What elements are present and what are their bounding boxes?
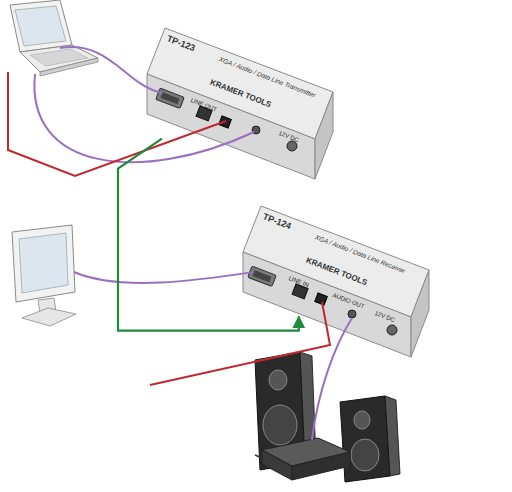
laptop-lid bbox=[10, 0, 72, 52]
speaker-woofer bbox=[263, 405, 297, 445]
transmitter-side bbox=[315, 92, 333, 179]
monitor-stand bbox=[22, 308, 76, 326]
amplifier-side bbox=[292, 452, 350, 480]
brand-name: KRAMER TOOLS bbox=[305, 256, 369, 288]
speaker-tweeter bbox=[269, 370, 287, 390]
speaker-tweeter bbox=[354, 411, 370, 429]
vga-connector bbox=[248, 266, 277, 287]
laptop-edge bbox=[40, 58, 98, 76]
data-cable bbox=[150, 302, 330, 385]
model-number: TP-123 bbox=[166, 33, 197, 53]
speaker-wire bbox=[345, 460, 350, 470]
terminal-block bbox=[315, 293, 328, 305]
line-cable bbox=[118, 139, 299, 331]
audio-jack bbox=[348, 310, 356, 318]
port-label: 12V DC bbox=[278, 130, 300, 143]
receiver-front bbox=[243, 252, 411, 357]
brand-name: KRAMER TOOLS bbox=[209, 78, 273, 110]
speaker-right bbox=[340, 396, 390, 482]
port-label: 12V DC bbox=[374, 310, 396, 323]
monitor-frame bbox=[12, 225, 75, 302]
speaker-right-side bbox=[385, 396, 400, 476]
port-label: AUDIO OUT bbox=[332, 292, 365, 310]
vga-connector bbox=[156, 88, 185, 109]
audio-cable bbox=[312, 318, 352, 440]
amplifier-front bbox=[262, 450, 292, 480]
receiver-side bbox=[411, 270, 429, 357]
data-terminal bbox=[315, 293, 328, 305]
dc-jack bbox=[387, 325, 397, 335]
device-box: TP-123KRAMER TOOLSXGA / Audio / Data Lin… bbox=[147, 27, 333, 138]
laptop-screen bbox=[15, 6, 66, 46]
data-cable bbox=[8, 72, 226, 176]
vga-port bbox=[248, 266, 277, 287]
speaker-wire bbox=[255, 455, 262, 458]
vga-port bbox=[156, 88, 185, 109]
vga-cable bbox=[60, 47, 162, 93]
transmitter-front bbox=[147, 74, 315, 179]
vga-pins bbox=[161, 92, 180, 104]
vga-pins bbox=[253, 270, 272, 282]
port-label: LINE OUT bbox=[190, 97, 218, 113]
port-label: LINE IN bbox=[288, 275, 310, 288]
model-number: TP-124 bbox=[262, 211, 293, 231]
vga-cable bbox=[74, 272, 254, 283]
device-box: TP-124KRAMER TOOLSXGA / Audio / Data Lin… bbox=[243, 205, 429, 316]
monitor-screen bbox=[19, 233, 68, 293]
speaker-woofer bbox=[351, 439, 379, 471]
